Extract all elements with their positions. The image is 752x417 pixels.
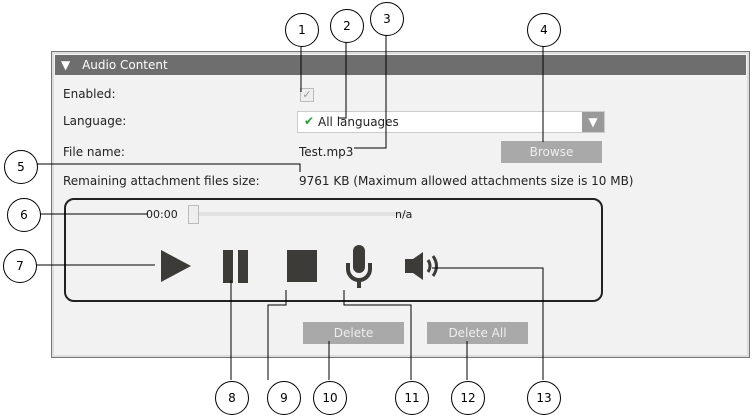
callout-13: 13 <box>527 381 561 415</box>
callout-1: 1 <box>285 13 319 47</box>
enabled-checkbox[interactable]: ✓ <box>300 88 314 102</box>
callout-10: 10 <box>313 381 347 415</box>
callout-11: 11 <box>395 381 429 415</box>
callout-5: 5 <box>4 150 38 184</box>
delete-all-button[interactable]: Delete All <box>427 322 528 344</box>
language-value: All languages <box>318 115 399 129</box>
language-dropdown[interactable]: ✔ All languages ▼ <box>297 111 605 133</box>
pause-icon[interactable] <box>220 248 256 284</box>
browse-button[interactable]: Browse <box>501 141 602 163</box>
section-header[interactable]: ▼ Audio Content <box>55 55 746 75</box>
callout-2: 2 <box>330 9 364 43</box>
seek-slider[interactable] <box>188 212 410 216</box>
filename-label: File name: <box>63 145 125 159</box>
duration: n/a <box>395 208 413 221</box>
section-title: Audio Content <box>82 58 168 72</box>
chevron-down-icon[interactable]: ▼ <box>582 112 604 132</box>
callout-8: 8 <box>215 381 249 415</box>
callout-12: 12 <box>451 381 485 415</box>
check-icon: ✔ <box>304 114 315 128</box>
callout-3: 3 <box>370 2 404 36</box>
speaker-icon[interactable] <box>401 250 451 284</box>
delete-button[interactable]: Delete <box>303 322 404 344</box>
seek-handle[interactable] <box>188 205 199 224</box>
microphone-icon[interactable] <box>344 243 374 289</box>
play-icon[interactable] <box>152 248 192 284</box>
filename-value: Test.mp3 <box>299 145 354 159</box>
callout-4: 4 <box>527 13 561 47</box>
callout-9: 9 <box>267 381 301 415</box>
callout-7: 7 <box>3 249 37 283</box>
language-label: Language: <box>63 114 127 128</box>
remaining-label: Remaining attachment files size: <box>63 174 260 188</box>
enabled-label: Enabled: <box>63 87 116 101</box>
collapse-icon[interactable]: ▼ <box>61 58 71 72</box>
remaining-value: 9761 KB (Maximum allowed attachments siz… <box>299 174 634 188</box>
callout-6: 6 <box>7 198 41 232</box>
stop-icon[interactable] <box>284 248 320 284</box>
audio-player <box>64 198 603 302</box>
current-time: 00:00 <box>146 208 178 221</box>
